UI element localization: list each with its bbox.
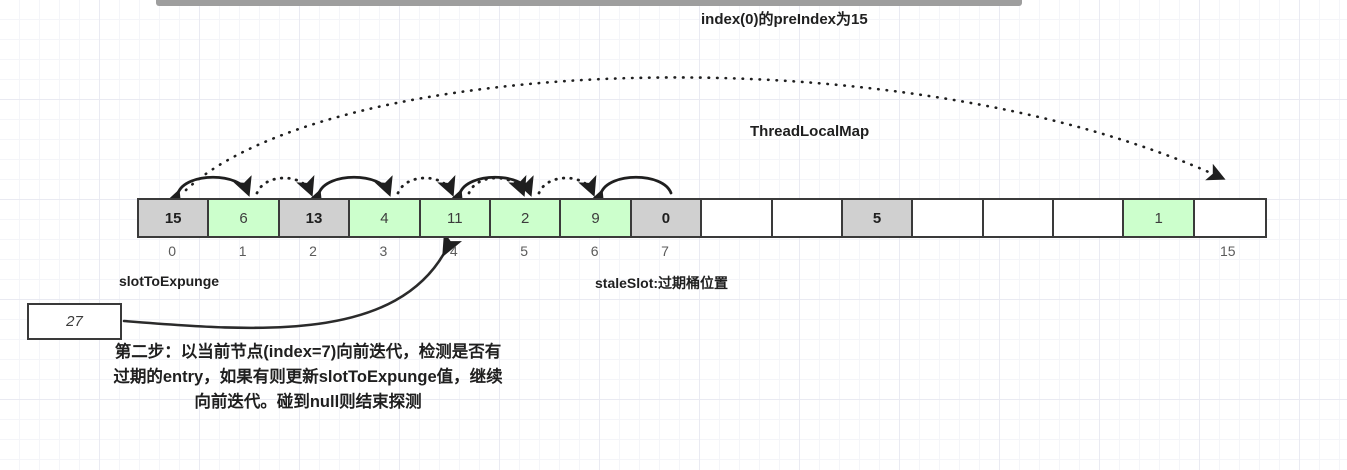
- index-tick-4: 4: [449, 243, 458, 259]
- bucket-cell-6[interactable]: 9: [561, 200, 632, 236]
- bucket-cell-13[interactable]: [1054, 200, 1125, 236]
- index-tick-5: 5: [520, 243, 529, 259]
- step-description-caption: 第二步：以当前节点(index=7)向前迭代，检测是否有过期的entry，如果有…: [113, 343, 503, 411]
- bucket-cell-11[interactable]: [913, 200, 984, 236]
- slot-to-expunge-label: slotToExpunge: [119, 273, 220, 289]
- bucket-hop-arcs: [163, 175, 673, 211]
- bucket-cell-8[interactable]: [702, 200, 773, 236]
- index-tick-7: 7: [661, 243, 669, 259]
- bucket-cell-4[interactable]: 11: [420, 200, 491, 236]
- bucket-cell-2[interactable]: 13: [279, 200, 351, 236]
- callout-value-box[interactable]: 27: [27, 303, 122, 340]
- index-tick-15: 15: [1220, 243, 1236, 259]
- bucket-cell-12[interactable]: [983, 200, 1055, 236]
- threadlocalmap-bucket-array: 15 6 13 4 11 2 9 0 5 1: [137, 198, 1268, 238]
- top-gray-bar: [156, 0, 1022, 6]
- bucket-cell-9[interactable]: [772, 200, 843, 236]
- bucket-cell-7[interactable]: 0: [631, 200, 703, 236]
- bucket-cell-1[interactable]: 6: [209, 200, 280, 236]
- stale-slot-label: staleSlot:过期桶位置: [595, 275, 729, 291]
- bucket-index-ticks: 0 1 2 3 4 5 6 7 15: [137, 243, 1263, 265]
- index-tick-3: 3: [379, 243, 388, 259]
- bucket-cell-15[interactable]: [1194, 200, 1266, 236]
- index-tick-0: 0: [168, 243, 177, 259]
- bucket-cell-10[interactable]: 5: [842, 200, 914, 236]
- bucket-cell-14[interactable]: 1: [1124, 200, 1195, 236]
- threadlocalmap-label: ThreadLocalMap: [750, 123, 870, 140]
- bucket-cell-5[interactable]: 2: [490, 200, 562, 236]
- arc-preindex-0-to-15: [184, 76, 1226, 192]
- index-tick-1: 1: [238, 243, 247, 259]
- preindex-annotation: index(0)的preIndex为15: [701, 11, 868, 28]
- bucket-cell-3[interactable]: 4: [350, 200, 421, 236]
- bucket-cell-0[interactable]: 15: [139, 200, 210, 236]
- index-tick-6: 6: [590, 243, 599, 259]
- index-tick-2: 2: [309, 243, 317, 259]
